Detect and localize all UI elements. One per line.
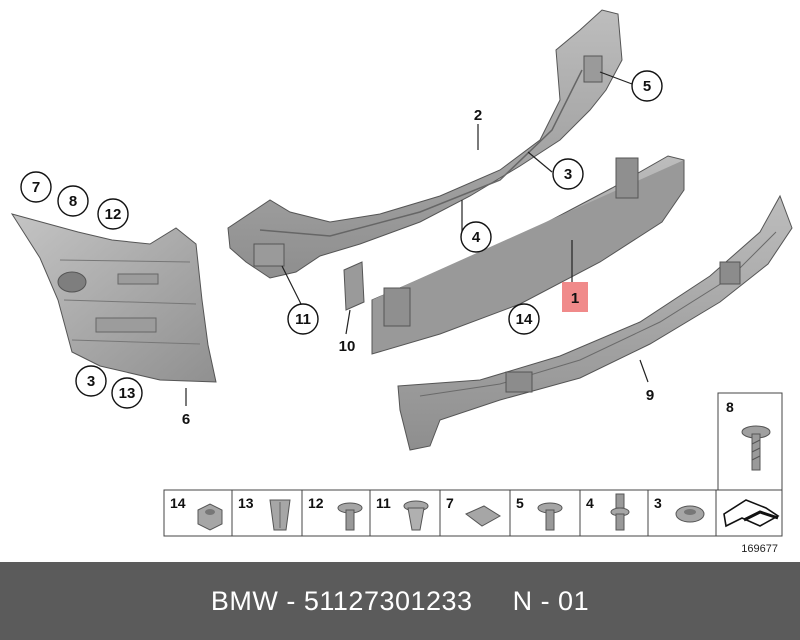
svg-text:7: 7 — [32, 179, 40, 196]
svg-text:2: 2 — [474, 107, 482, 124]
part-1-bumper-beam — [371, 155, 685, 355]
legend-label-5: 5 — [516, 495, 524, 511]
svg-text:3: 3 — [564, 166, 572, 183]
svg-text:1: 1 — [571, 290, 579, 307]
screw-box-8: 8 — [717, 392, 783, 491]
push-clip-icon — [403, 500, 429, 531]
callout-2: 2 — [474, 107, 482, 124]
svg-text:5: 5 — [643, 78, 651, 95]
part-6-side-panel — [10, 213, 217, 383]
screw-icon — [741, 425, 771, 471]
callout-11: 11 — [287, 303, 319, 335]
svg-text:4: 4 — [472, 229, 481, 246]
svg-text:9: 9 — [646, 387, 654, 404]
bolt-washer-icon — [337, 502, 363, 531]
callout-13: 13 — [111, 377, 143, 409]
svg-text:3: 3 — [87, 373, 95, 390]
svg-text:14: 14 — [516, 311, 533, 328]
callout-10: 10 — [339, 338, 356, 355]
callout-12: 12 — [97, 198, 129, 230]
callout-6: 6 — [182, 411, 190, 428]
svg-text:8: 8 — [726, 399, 734, 415]
callout-14-main: 14 — [508, 303, 540, 335]
svg-text:6: 6 — [182, 411, 190, 428]
part-9-absorber — [397, 194, 793, 451]
nut-icon — [197, 503, 223, 531]
diagram-ref-code: 169677 — [741, 543, 778, 555]
legend-label-11: 11 — [376, 495, 391, 511]
part-set-arrow-icon — [723, 499, 780, 528]
expansion-clip-icon — [269, 499, 291, 531]
legend-label-3: 3 — [654, 495, 662, 511]
fastener-legend: 14 13 12 11 7 5 4 — [163, 489, 783, 537]
flange-screw-icon — [537, 502, 563, 531]
leader-lines — [185, 71, 649, 406]
part-number-label: BMW - 51127301233 N - 01 — [210, 585, 590, 616]
footer-bar: BMW - 51127301233 N - 01 — [0, 562, 800, 640]
svg-text:8: 8 — [69, 193, 77, 210]
callout-5: 5 — [631, 70, 663, 102]
callout-7: 7 — [20, 171, 52, 203]
svg-text:13: 13 — [119, 385, 136, 402]
legend-label-14: 14 — [170, 495, 186, 511]
callout-3-top: 3 — [552, 158, 584, 190]
parts-diagram: 2 5 3 4 1 14 11 10 9 7 8 12 3 — [10, 9, 793, 555]
svg-text:11: 11 — [295, 311, 311, 328]
callout-4: 4 — [460, 221, 492, 253]
svg-text:10: 10 — [339, 338, 356, 355]
rivet-icon — [610, 493, 630, 531]
speed-nut-icon — [465, 505, 501, 527]
hex-nut-icon — [675, 505, 705, 523]
legend-label-12: 12 — [308, 495, 324, 511]
part-2-bumper-carrier — [227, 9, 623, 279]
callout-9: 9 — [646, 387, 654, 404]
callout-8-top: 8 — [57, 185, 89, 217]
part-10-pad — [343, 261, 365, 311]
legend-label-4: 4 — [586, 495, 594, 511]
callout-1: 1 — [562, 282, 588, 312]
svg-text:12: 12 — [105, 206, 122, 223]
callout-3-left: 3 — [75, 365, 107, 397]
legend-label-7: 7 — [446, 495, 454, 511]
legend-label-13: 13 — [238, 495, 254, 511]
